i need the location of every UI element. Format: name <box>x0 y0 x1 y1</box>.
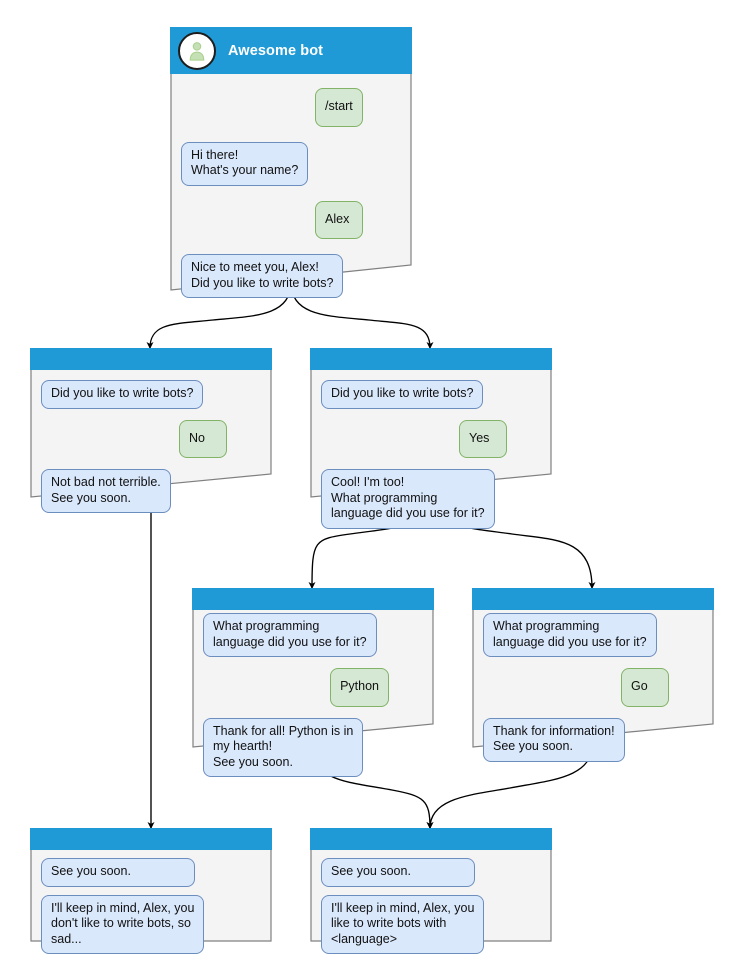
message-row: /start <box>181 88 401 127</box>
node-root-header: Awesome bot <box>170 27 412 74</box>
node-go-branch-chat: What programming language did you use fo… <box>472 610 714 777</box>
message-row: See you soon. <box>321 858 541 887</box>
bot-message-bubble: Hi there! What's your name? <box>181 141 309 186</box>
node-go-branch[interactable]: What programming language did you use fo… <box>472 588 714 762</box>
bot-message-bubble: See you soon. <box>321 858 475 887</box>
node-python-branch[interactable]: What programming language did you use fo… <box>192 588 434 777</box>
user-message-bubble: Python <box>330 668 389 707</box>
message-row: Thank for all! Python is in my hearth! S… <box>203 717 423 777</box>
message-row: Alex <box>181 200 401 239</box>
bot-message-bubble: Did you like to write bots? <box>41 380 204 409</box>
message-row: I'll keep in mind, Alex, you don't like … <box>41 894 261 954</box>
message-row: Thank for information! See you soon. <box>483 717 703 762</box>
message-row: Yes <box>321 419 541 458</box>
message-row: Did you like to write bots? <box>41 380 261 409</box>
message-row: Go <box>483 668 703 707</box>
node-end-sad-header <box>30 828 272 850</box>
bot-message-bubble: Not bad not terrible. See you soon. <box>41 469 171 513</box>
node-python-branch-chat: What programming language did you use fo… <box>192 610 434 792</box>
message-row: What programming language did you use fo… <box>483 613 703 657</box>
message-row: Nice to meet you, Alex! Did you like to … <box>181 254 401 298</box>
bot-message-bubble: Did you like to write bots? <box>321 380 484 409</box>
node-yes-branch-chat: Did you like to write bots? Yes Cool! I'… <box>310 370 552 544</box>
bot-message-bubble: Thank for information! See you soon. <box>483 717 625 762</box>
node-yes-branch[interactable]: Did you like to write bots? Yes Cool! I'… <box>310 348 552 529</box>
bot-message-bubble: Nice to meet you, Alex! Did you like to … <box>181 254 344 298</box>
node-end-happy-chat: See you soon. I'll keep in mind, Alex, y… <box>310 850 552 969</box>
node-yes-branch-header <box>310 348 552 370</box>
bot-message-bubble: See you soon. <box>41 858 195 887</box>
node-no-branch[interactable]: Did you like to write bots? No Not bad n… <box>30 348 272 513</box>
node-end-sad[interactable]: See you soon. I'll keep in mind, Alex, y… <box>30 828 272 954</box>
message-row: Hi there! What's your name? <box>181 141 401 186</box>
node-go-branch-header <box>472 588 714 610</box>
person-avatar-icon <box>178 31 216 70</box>
user-message-bubble: Yes <box>459 419 507 458</box>
user-message-bubble: Go <box>621 668 669 707</box>
node-end-happy[interactable]: See you soon. I'll keep in mind, Alex, y… <box>310 828 552 954</box>
node-python-branch-header <box>192 588 434 610</box>
node-end-happy-header <box>310 828 552 850</box>
node-end-sad-chat: See you soon. I'll keep in mind, Alex, y… <box>30 850 272 969</box>
bot-message-bubble: Thank for all! Python is in my hearth! S… <box>203 717 364 777</box>
message-row: What programming language did you use fo… <box>203 613 423 657</box>
bot-message-bubble: What programming language did you use fo… <box>203 613 377 657</box>
bot-message-bubble: Cool! I'm too! What programming language… <box>321 469 495 529</box>
node-root-chat: /start Hi there! What's your name? Alex … <box>170 74 412 317</box>
user-message-bubble: Alex <box>315 200 363 239</box>
node-no-branch-chat: Did you like to write bots? No Not bad n… <box>30 370 272 528</box>
message-row: Did you like to write bots? <box>321 380 541 409</box>
message-row: Python <box>203 668 423 707</box>
node-root-title: Awesome bot <box>228 42 324 59</box>
message-row: Not bad not terrible. See you soon. <box>41 469 261 513</box>
node-no-branch-header <box>30 348 272 370</box>
bot-message-bubble: What programming language did you use fo… <box>483 613 657 657</box>
user-message-bubble: No <box>179 419 227 458</box>
bot-message-bubble: I'll keep in mind, Alex, you like to wri… <box>321 894 485 954</box>
message-row: No <box>41 419 261 458</box>
message-row: Cool! I'm too! What programming language… <box>321 469 541 529</box>
user-message-bubble: /start <box>315 88 363 127</box>
bot-message-bubble: I'll keep in mind, Alex, you don't like … <box>41 894 205 954</box>
message-row: I'll keep in mind, Alex, you like to wri… <box>321 894 541 954</box>
node-root[interactable]: Awesome bot /start Hi there! What's your… <box>170 27 412 298</box>
message-row: See you soon. <box>41 858 261 887</box>
